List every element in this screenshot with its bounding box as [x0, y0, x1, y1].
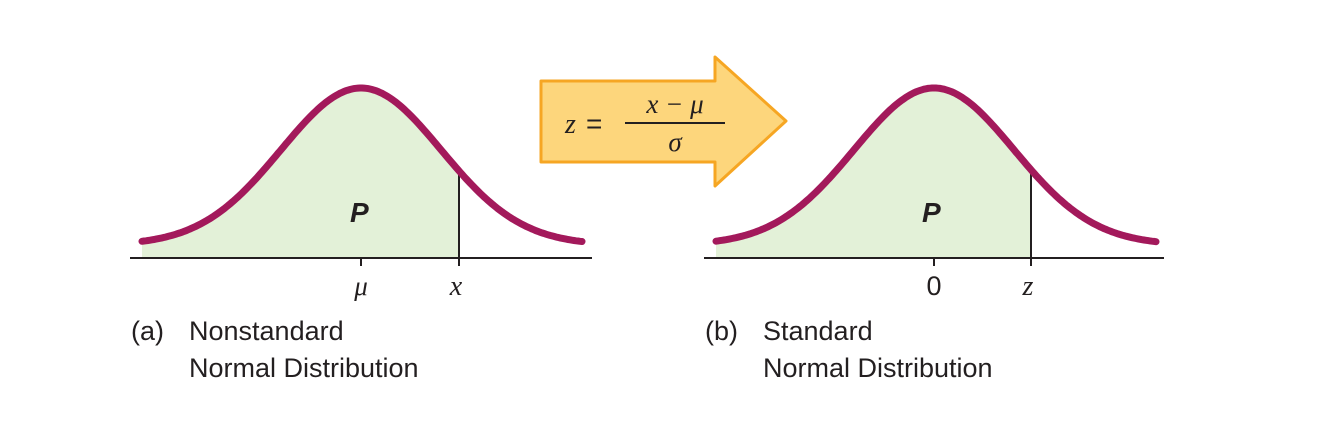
- caption-line-2: Normal Distribution: [763, 353, 993, 383]
- value-tick-label: x: [449, 271, 463, 302]
- formula-equals: =: [586, 108, 602, 139]
- z-tick-label: z: [1022, 271, 1034, 302]
- mean-tick-label: μ: [353, 271, 368, 301]
- transformation-arrow: z = x − μ σ: [539, 55, 788, 188]
- shaded-area-p: [142, 88, 459, 258]
- formula-denominator: σ: [668, 127, 683, 157]
- area-label-p: P: [922, 197, 941, 228]
- caption-line-2: Normal Distribution: [189, 353, 419, 383]
- zero-tick-label: 0: [926, 271, 941, 301]
- formula-numerator: x − μ: [645, 89, 703, 119]
- normal-curve: [712, 84, 1160, 246]
- caption-line-1: Nonstandard: [189, 316, 344, 346]
- panel-b: P 0 z (b) Standard Normal Distribution: [704, 84, 1164, 383]
- z-score-formula: z = x − μ σ: [564, 89, 725, 157]
- caption-letter: (a): [131, 316, 164, 346]
- caption-line-1: Standard: [763, 316, 873, 346]
- shaded-area-p: [716, 88, 1031, 258]
- normal-curve: [138, 84, 586, 245]
- arrow-shape: [539, 55, 788, 188]
- area-label-p: P: [350, 197, 369, 228]
- formula-lhs: z: [564, 109, 576, 140]
- caption-letter: (b): [705, 316, 738, 346]
- panel-a: P μ x (a) Nonstandard Normal Distributio…: [130, 84, 592, 383]
